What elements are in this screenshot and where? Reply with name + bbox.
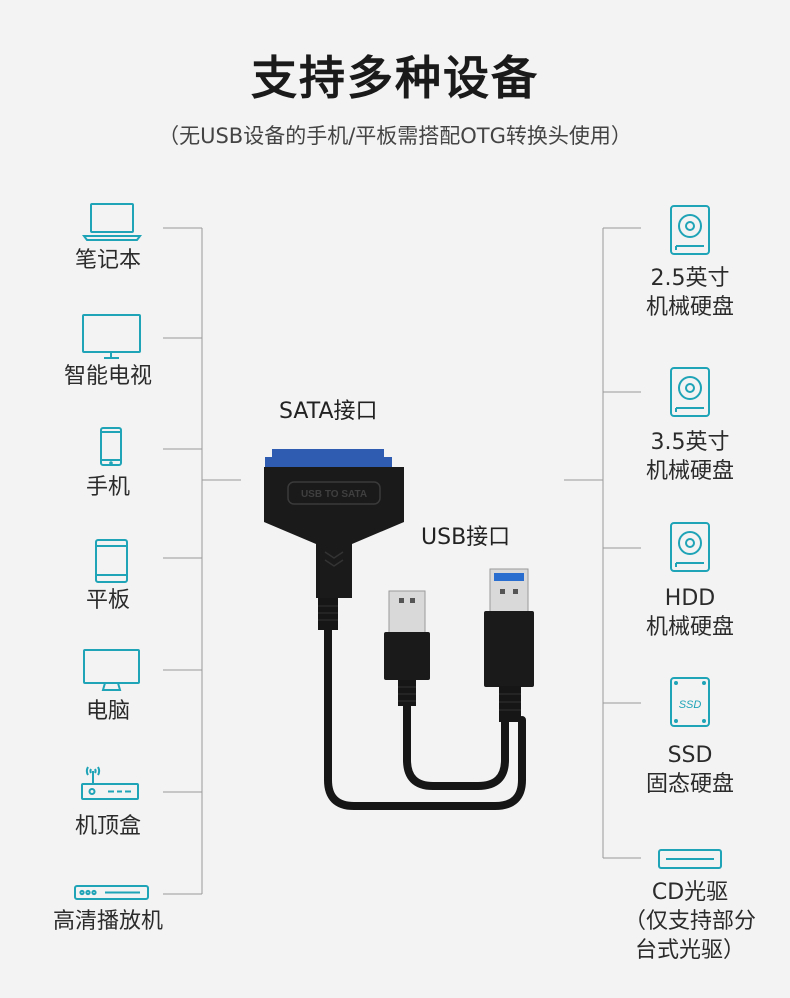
label-line: SSD [667, 743, 713, 768]
device-label-tablet: 平板 [85, 588, 130, 613]
usb-sata-adapter: USB TO SATA [264, 449, 534, 810]
smart-tv-icon [82, 314, 141, 359]
cable [324, 624, 526, 810]
device-label-hdd-35: 3.5英寸 机械硬盘 [600, 428, 780, 486]
usb-port-label: USB接口 [421, 525, 511, 550]
connector-lines [163, 227, 641, 895]
cd-drive-icon [658, 849, 722, 869]
device-label-phone: 手机 [85, 475, 130, 500]
ssd-icon [670, 677, 710, 727]
label-line: 固态硬盘 [645, 772, 734, 797]
label-line: （仅支持部分 [623, 909, 756, 934]
device-label-hdd-25: 2.5英寸 机械硬盘 [600, 264, 780, 322]
label-line: 3.5英寸 [650, 430, 730, 455]
adapter-box-text: USB TO SATA [301, 489, 367, 500]
label-line: 机械硬盘 [645, 295, 734, 320]
laptop-icon [82, 203, 142, 241]
hdd-icon [670, 522, 710, 572]
usb-plug-left [384, 590, 430, 706]
page-subtitle: （无USB设备的手机/平板需搭配OTG转换头使用） [158, 124, 632, 148]
device-label-ssd: SSD 固态硬盘 [600, 741, 780, 799]
ssd-icon-text: SSD [679, 699, 702, 711]
set-top-box-icon [81, 766, 139, 800]
phone-icon [100, 427, 122, 466]
adapter-body [264, 467, 404, 598]
page-title: 支持多种设备 [251, 51, 539, 105]
device-label-laptop: 笔记本 [74, 248, 141, 273]
label-line: 机械硬盘 [645, 615, 734, 640]
hdd-icon [670, 205, 710, 255]
sata-port-label: SATA接口 [279, 399, 378, 424]
tablet-icon [95, 539, 128, 583]
device-label-hdd: HDD 机械硬盘 [600, 584, 780, 642]
monitor-icon [83, 649, 140, 691]
label-line: HDD [664, 586, 716, 611]
device-label-hd-player: 高清播放机 [52, 909, 163, 934]
device-label-monitor: 电脑 [85, 699, 130, 724]
label-line: CD光驱 [651, 880, 729, 905]
usb-plug-right [484, 568, 534, 722]
hdd-icon [670, 367, 710, 417]
device-label-smart-tv: 智能电视 [63, 364, 152, 389]
hd-player-icon [74, 885, 149, 900]
label-line: 机械硬盘 [645, 459, 734, 484]
label-line: 2.5英寸 [650, 266, 730, 291]
sata-port [265, 449, 392, 468]
device-label-cd-drive: CD光驱 （仅支持部分 台式光驱） [600, 878, 780, 965]
device-label-set-top-box: 机顶盒 [74, 814, 141, 839]
label-line: 台式光驱） [634, 938, 745, 963]
